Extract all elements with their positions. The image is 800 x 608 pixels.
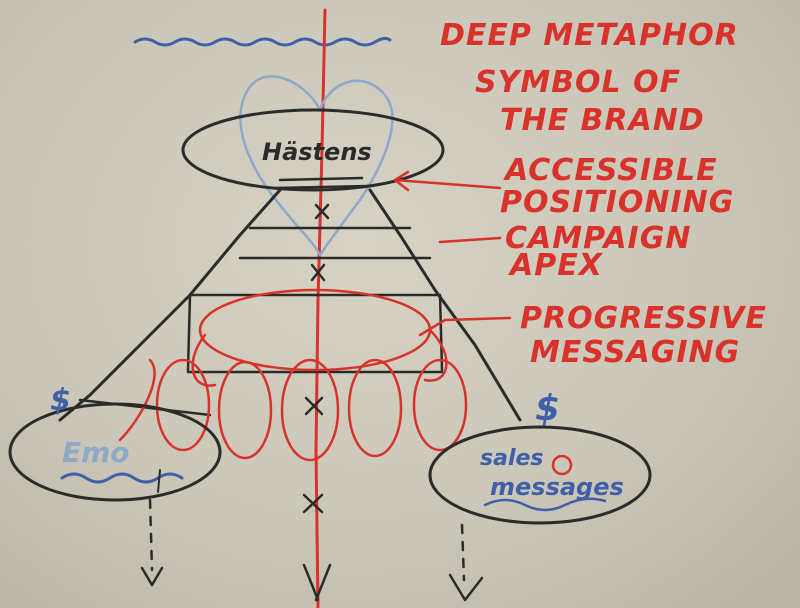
right-bubble (428, 425, 652, 525)
annotation-progressive-line2: MESSAGING (530, 335, 740, 370)
right-bubble-label-line2: messages (490, 473, 624, 501)
annotation-deep-metaphor: DEEP METAPHOR (440, 18, 739, 53)
pyramid-box-right (438, 293, 444, 372)
right-bubble-label-line1: sales (480, 446, 544, 471)
right-dashed-arrow (460, 523, 466, 582)
arrow-campaign (438, 236, 502, 244)
heart-outline (239, 75, 394, 257)
red-scribble (118, 358, 156, 442)
arrow-progressive (418, 316, 512, 337)
pyramid-line-2 (273, 184, 370, 190)
dollar-left: $ (50, 383, 71, 418)
wavy-line-top (133, 36, 392, 47)
left-bubble-label: Emo (62, 436, 130, 469)
left-bubble-wave (60, 472, 184, 484)
progressive-swirl (191, 328, 448, 387)
left-dashed-arrow (148, 498, 154, 572)
right-arrow-head (448, 573, 484, 602)
annotation-symbol-line2: THE BRAND (500, 103, 705, 138)
arrow-accessible (393, 170, 502, 192)
annotation-accessible-line2: POSITIONING (500, 185, 734, 220)
axis-mark-3 (304, 396, 324, 416)
left-bubble (8, 402, 222, 502)
pyramid-right-edge (368, 188, 522, 422)
left-arrow-head (140, 566, 164, 587)
dollar-right: $ (535, 388, 560, 429)
apex-ellipse (181, 108, 445, 192)
annotation-progressive-line1: PROGRESSIVE (520, 301, 767, 336)
annotation-campaign-line2: APEX (508, 248, 604, 283)
axis-mark-2 (310, 263, 326, 282)
apex-label: Hästens (262, 138, 372, 166)
annotation-campaign-line1: CAMPAIGN (505, 221, 691, 256)
pyramid-outline (58, 188, 282, 422)
pyramid-line-1 (278, 176, 364, 182)
message-circle-4 (347, 358, 403, 458)
pyramid-box-left (186, 293, 192, 372)
progressive-ellipse (198, 288, 432, 372)
left-bubble-tick (157, 469, 161, 493)
axis-mark-5 (302, 563, 332, 602)
axis-mark-4 (302, 493, 324, 514)
right-bubble-red-dot (551, 454, 573, 476)
message-circle-1 (155, 358, 211, 452)
message-circle-5 (412, 358, 468, 452)
message-circle-3 (280, 358, 340, 462)
annotation-accessible-line1: ACCESSIBLE (503, 153, 718, 188)
annotation-symbol-line1: SYMBOL OF (475, 65, 681, 100)
right-bubble-underline (483, 497, 607, 512)
message-circle-2 (217, 360, 273, 460)
axis-mark-1 (314, 203, 330, 220)
